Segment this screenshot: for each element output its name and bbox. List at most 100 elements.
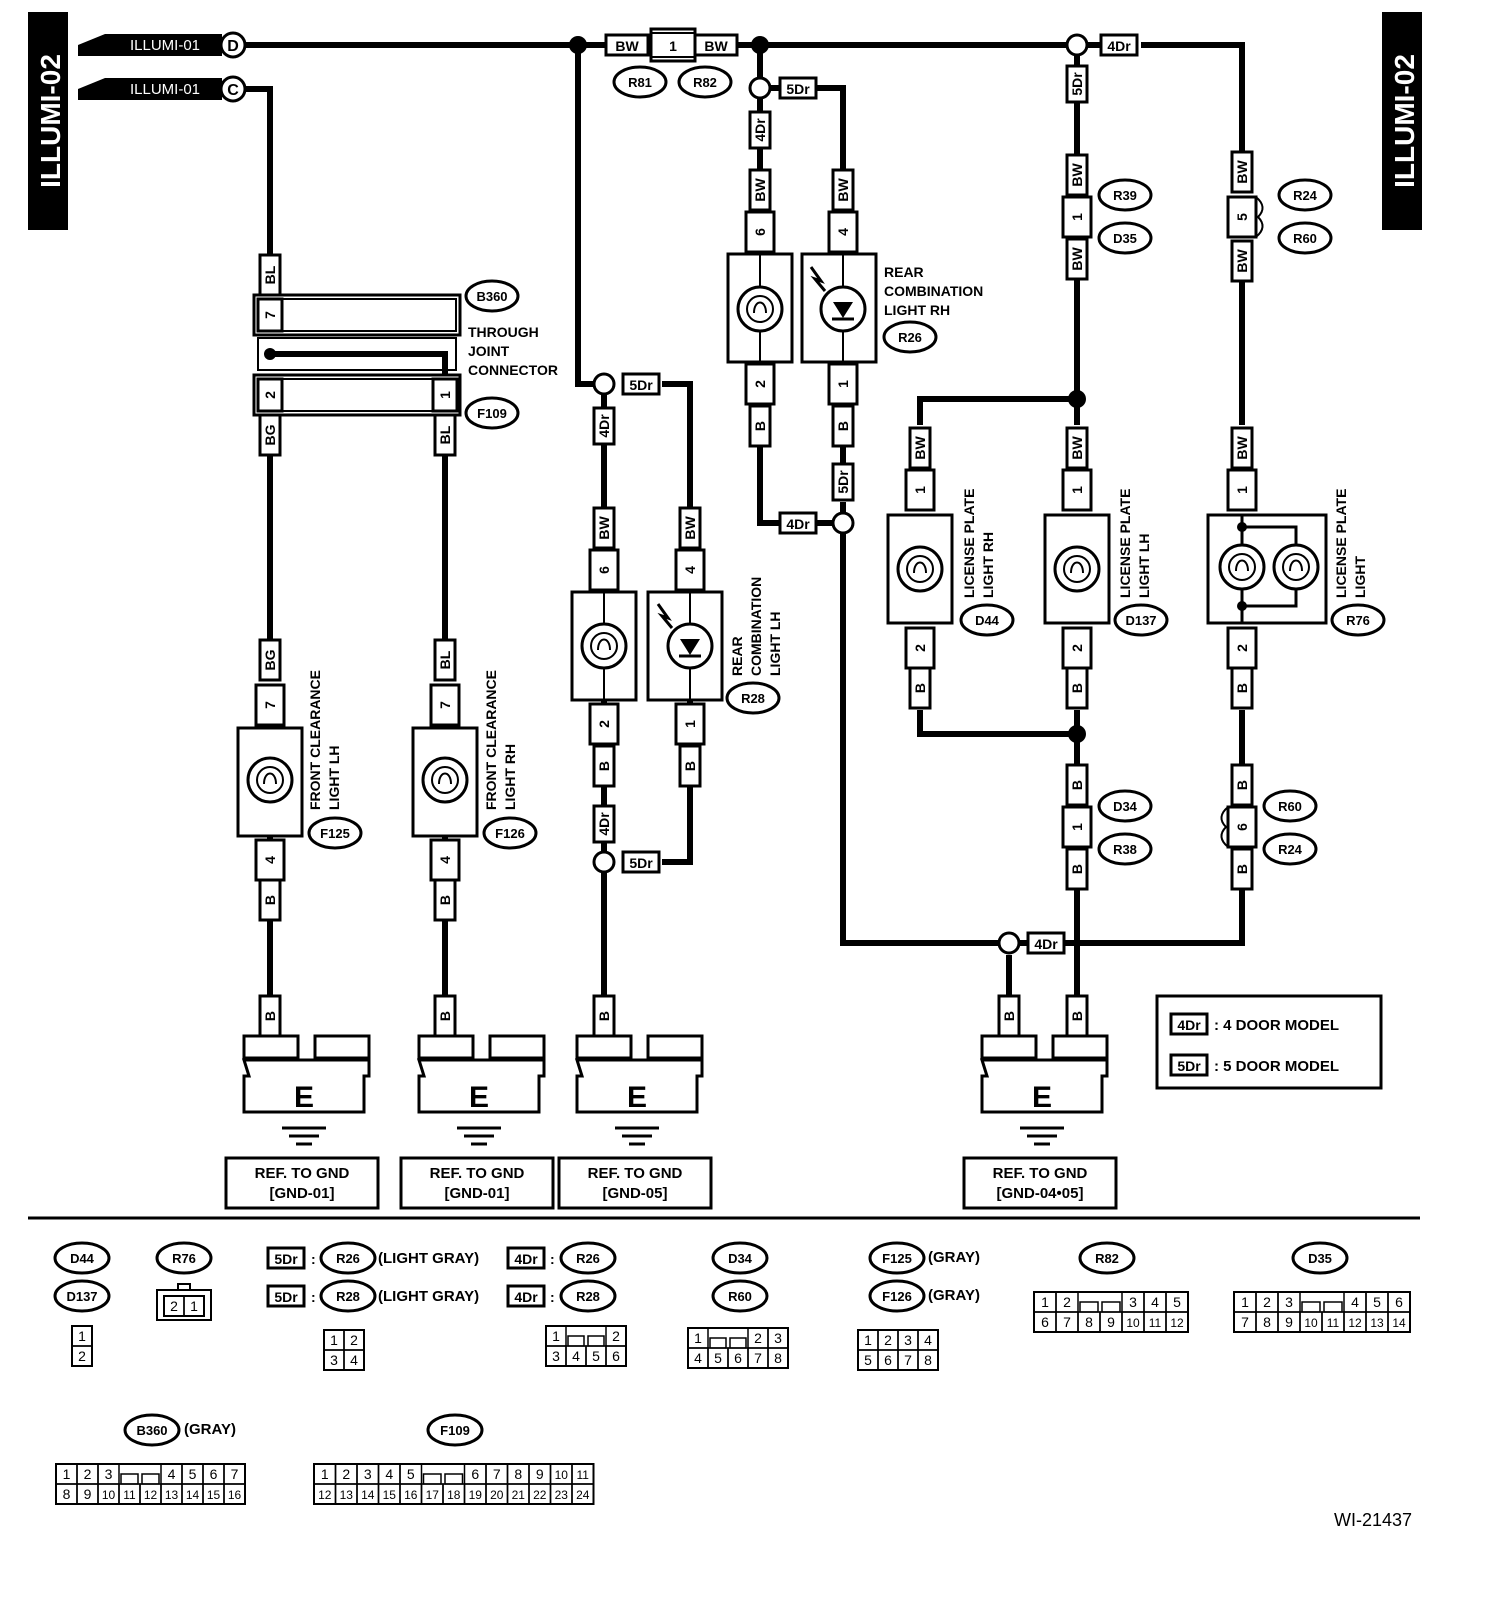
bulb-icon [580, 622, 628, 670]
pinout-d44-d137: D44 D137 12 [53, 1241, 111, 1367]
pin-label-r76-1: 1 [1234, 486, 1250, 494]
pin-label-b360-7: 7 [262, 311, 278, 319]
pin-number: 5 [864, 1352, 872, 1368]
pin-number: 15 [383, 1488, 397, 1502]
variant-tag-lh-5dr-top-text: 5Dr [629, 377, 653, 393]
pin-number: 8 [514, 1466, 522, 1482]
variant-tag-lh-4dr-top: 4Dr [592, 406, 616, 446]
side-title-right: ILLUMI-02 [1382, 12, 1422, 230]
pin-number: 7 [754, 1350, 762, 1366]
wire-label-b-f126: B [437, 895, 453, 905]
wire-label-bg-f109: BG [262, 424, 278, 445]
ground-block-4-symbol: E [1032, 1081, 1052, 1114]
front-clearance-lh-name-2: LIGHT LH [326, 745, 342, 810]
pin-number: 10 [102, 1488, 116, 1502]
side-title-left: ILLUMI-02 [28, 12, 68, 230]
pin-number: 12 [318, 1488, 332, 1502]
wire-label-bw-rh2: BW [835, 178, 851, 202]
pinout-r28-light-gray: (LIGHT GRAY) [378, 1288, 479, 1305]
ground-ref-1-line2: [GND-01] [269, 1185, 334, 1202]
connector-id-r38: R38 [1113, 842, 1137, 857]
pin-number: 2 [612, 1328, 620, 1344]
front-clearance-rh-name-2: LIGHT RH [502, 744, 518, 810]
rear-combination-light-lh: BW BW 6 4 2 1 B B REAR COMBINATION LIGHT… [570, 506, 783, 788]
pin-number: 4 [1151, 1294, 1159, 1310]
ground-icon [280, 1126, 328, 1146]
pin-number: 2 [754, 1330, 762, 1346]
input-arrow-d-label: ILLUMI-01 [130, 37, 200, 54]
variant-tag-rh-5dr: 5Dr [778, 76, 818, 100]
pin-number: 13 [340, 1488, 354, 1502]
connector-id-r81: R81 [628, 75, 652, 90]
through-joint-name-1: THROUGH [468, 324, 539, 340]
wire-label-bw-r76: BW [1234, 436, 1250, 460]
figure-id: WI-21437 [1334, 1510, 1412, 1530]
variant-tag-gnd-4dr-text: 4Dr [1034, 936, 1058, 952]
front-clearance-light-lh: BG 7 4 B FRONT CLEARANCE LIGHT LH F125 [236, 638, 363, 922]
pin-number: 5 [1173, 1294, 1181, 1310]
variant-tag-rh-4dr-b-text: 4Dr [786, 516, 810, 532]
connector-r81-r82-joint: BW 1 BW R81 R82 [604, 27, 739, 99]
ground-ref-2-line2: [GND-01] [444, 1185, 509, 1202]
pinout-id-f109: F109 [440, 1423, 470, 1438]
ground-block-4: E REF. TO GND [GND-04•05] [962, 1034, 1118, 1210]
variant-tag-top-4dr-text: 4Dr [1107, 38, 1131, 54]
pin-number: 17 [426, 1488, 440, 1502]
pin-label-rh-2: 2 [752, 380, 768, 388]
pinout-4dr-code-1: 4Dr [514, 1251, 538, 1267]
pin-label-f125-7: 7 [262, 701, 278, 709]
pin-number: 7 [231, 1466, 239, 1482]
pin-label-r24: 5 [1234, 213, 1250, 221]
pin-label-r60-6: 6 [1234, 823, 1250, 831]
pin-number: 12 [144, 1488, 158, 1502]
legend: 4Dr : 4 DOOR MODEL 5Dr : 5 DOOR MODEL [1155, 994, 1383, 1090]
variant-tag-lh-4dr-bot: 4Dr [592, 804, 616, 844]
license-lh-name-2: LIGHT LH [1136, 533, 1152, 598]
pin-number: 3 [330, 1352, 338, 1368]
pin-number: 15 [207, 1488, 221, 1502]
wire-label-b-rh2: B [835, 421, 851, 431]
pinout-id-r60: R60 [728, 1289, 752, 1304]
pin-label-r76-2: 2 [1234, 644, 1250, 652]
wire-label-b-d44: B [912, 683, 928, 693]
pin-number: 14 [1392, 1316, 1406, 1330]
wire-label-bl-b360: BL [262, 265, 278, 284]
pin-label-f109-2: 2 [262, 391, 278, 399]
pin-number: 11 [577, 1468, 590, 1482]
wire-label-b-gnd1: B [262, 1011, 278, 1021]
wire-label-bw-rh1: BW [752, 178, 768, 202]
pinout-id-r76: R76 [172, 1251, 196, 1266]
through-joint-name-3: CONNECTOR [468, 362, 558, 378]
pin-number: 1 [190, 1298, 198, 1314]
wire-label-b-lh1: B [596, 761, 612, 771]
pin-label-rh-1: 1 [835, 380, 851, 388]
pinout-5dr-code-1: 5Dr [274, 1251, 298, 1267]
pin-number: 4 [168, 1466, 176, 1482]
pin-number: 1 [694, 1330, 702, 1346]
rear-combo-rh-name-2: COMBINATION [884, 283, 983, 299]
ground-wire-tags: B B B B B [258, 994, 1089, 1038]
wire-label-b-d34: B [1069, 780, 1085, 790]
pinout-id-f126: F126 [882, 1289, 912, 1304]
pin-label-f125-4: 4 [262, 856, 278, 864]
pin-label-f126-4: 4 [437, 856, 453, 864]
ground-block-2: E REF. TO GND [GND-01] [399, 1034, 555, 1210]
ground-ref-1-line1: REF. TO GND [255, 1165, 350, 1182]
pinout-b360-gray: (GRAY) [184, 1421, 236, 1438]
side-title-right-text: ILLUMI-02 [1389, 54, 1420, 188]
rear-combination-light-rh: BW BW 6 4 2 1 B B REAR COMBINATION LIGHT… [726, 168, 983, 448]
connector-d34-r38-joint: B 1 B D34 R38 [1061, 763, 1153, 891]
ground-ref-3-line1: REF. TO GND [588, 1165, 683, 1182]
connector-id-f109: F109 [477, 406, 507, 421]
pin-number: 9 [84, 1486, 92, 1502]
wire-label-b-r76: B [1234, 683, 1250, 693]
pin-label-lh-1: 1 [682, 720, 698, 728]
pin-number: 9 [1285, 1314, 1293, 1330]
wire-label-bw-d137: BW [1069, 436, 1085, 460]
pin-number: 4 [385, 1466, 393, 1482]
wire-label-b-d137: B [1069, 683, 1085, 693]
